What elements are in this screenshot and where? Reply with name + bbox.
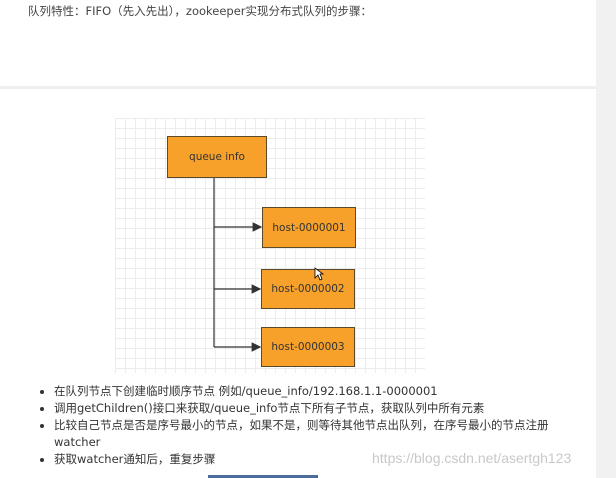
bottom-bar [208, 475, 318, 478]
mouse-cursor-icon [314, 267, 324, 281]
node-host-1: host-0000001 [262, 207, 356, 248]
node-host-3: host-0000003 [261, 327, 355, 367]
step-item: 调用getChildren()接口来获取/queue_info节点下所有子节点，… [54, 400, 574, 417]
connector-lines [213, 177, 263, 352]
step-item: 比较自己节点是否是序号最小的节点，如果不是，则等待其他节点出队列，在序号最小的节… [54, 417, 574, 451]
watermark: https://blog.csdn.net/asertgh123 [372, 450, 572, 466]
intro-text: 队列特性：FIFO（先入先出），zookeeper实现分布式队列的步骤： [28, 4, 373, 18]
scrollbar[interactable] [596, 0, 616, 478]
step-item: 获取watcher通知后，重复步骤 [54, 451, 574, 468]
queue-diagram: queue info host-0000001 host-0000002 hos… [115, 118, 425, 373]
divider [0, 86, 596, 89]
node-queue-info: queue info [167, 136, 267, 178]
step-item: 在队列节点下创建临时顺序节点 例如/queue_info/192.168.1.1… [54, 383, 574, 400]
steps-list: 在队列节点下创建临时顺序节点 例如/queue_info/192.168.1.1… [37, 383, 574, 468]
node-host-2: host-0000002 [261, 269, 355, 309]
